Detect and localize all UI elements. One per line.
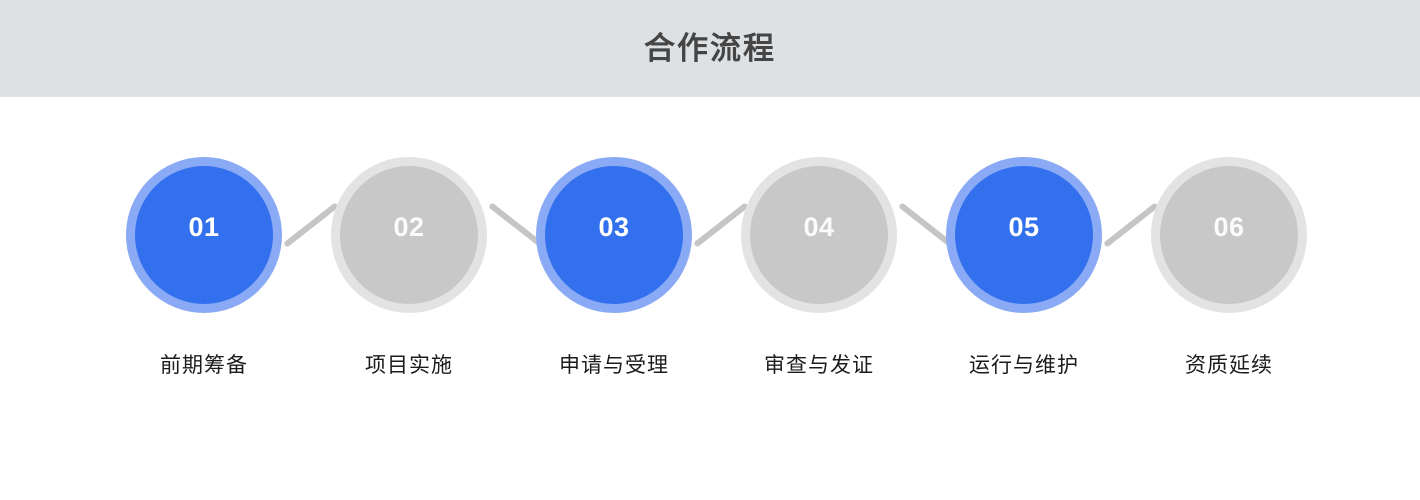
header-band: 合作流程: [0, 0, 1420, 97]
step-item-05[interactable]: 05 运行与维护: [939, 157, 1109, 376]
step-circle-wrap-02: 02: [331, 157, 487, 313]
step-label-04: 审查与发证: [764, 354, 874, 377]
step-circle-wrap-03: 03: [536, 157, 692, 313]
step-label-01: 前期筹备: [160, 354, 248, 377]
step-item-02[interactable]: 02 项目实施: [324, 157, 494, 376]
step-list: 01 前期筹备 02 项目实施 03: [110, 97, 1310, 500]
step-circle-03[interactable]: 03: [536, 157, 692, 313]
step-circle-wrap-01: 01: [126, 157, 282, 313]
step-number-03: 03: [598, 211, 630, 242]
process-flow: 01 前期筹备 02 项目实施 03: [0, 97, 1420, 500]
step-circle-01[interactable]: 01: [126, 157, 282, 313]
page-title: 合作流程: [644, 31, 776, 66]
step-number-06: 06: [1213, 211, 1245, 242]
step-circle-02[interactable]: 02: [331, 157, 487, 313]
step-number-01: 01: [188, 211, 220, 242]
step-label-06: 资质延续: [1185, 354, 1273, 377]
step-circle-wrap-06: 06: [1151, 157, 1307, 313]
step-item-01[interactable]: 01 前期筹备: [119, 157, 289, 376]
step-label-02: 项目实施: [365, 354, 453, 377]
step-number-02: 02: [393, 211, 425, 242]
step-circle-04[interactable]: 04: [741, 157, 897, 313]
step-number-04: 04: [803, 211, 835, 242]
step-circle-06[interactable]: 06: [1151, 157, 1307, 313]
step-item-06[interactable]: 06 资质延续: [1144, 157, 1314, 376]
step-item-04[interactable]: 04 审查与发证: [734, 157, 904, 376]
step-circle-wrap-04: 04: [741, 157, 897, 313]
step-number-05: 05: [1008, 211, 1040, 242]
step-label-05: 运行与维护: [969, 354, 1079, 377]
step-item-03[interactable]: 03 申请与受理: [529, 157, 699, 376]
step-circle-wrap-05: 05: [946, 157, 1102, 313]
step-label-03: 申请与受理: [559, 354, 669, 377]
step-circle-05[interactable]: 05: [946, 157, 1102, 313]
